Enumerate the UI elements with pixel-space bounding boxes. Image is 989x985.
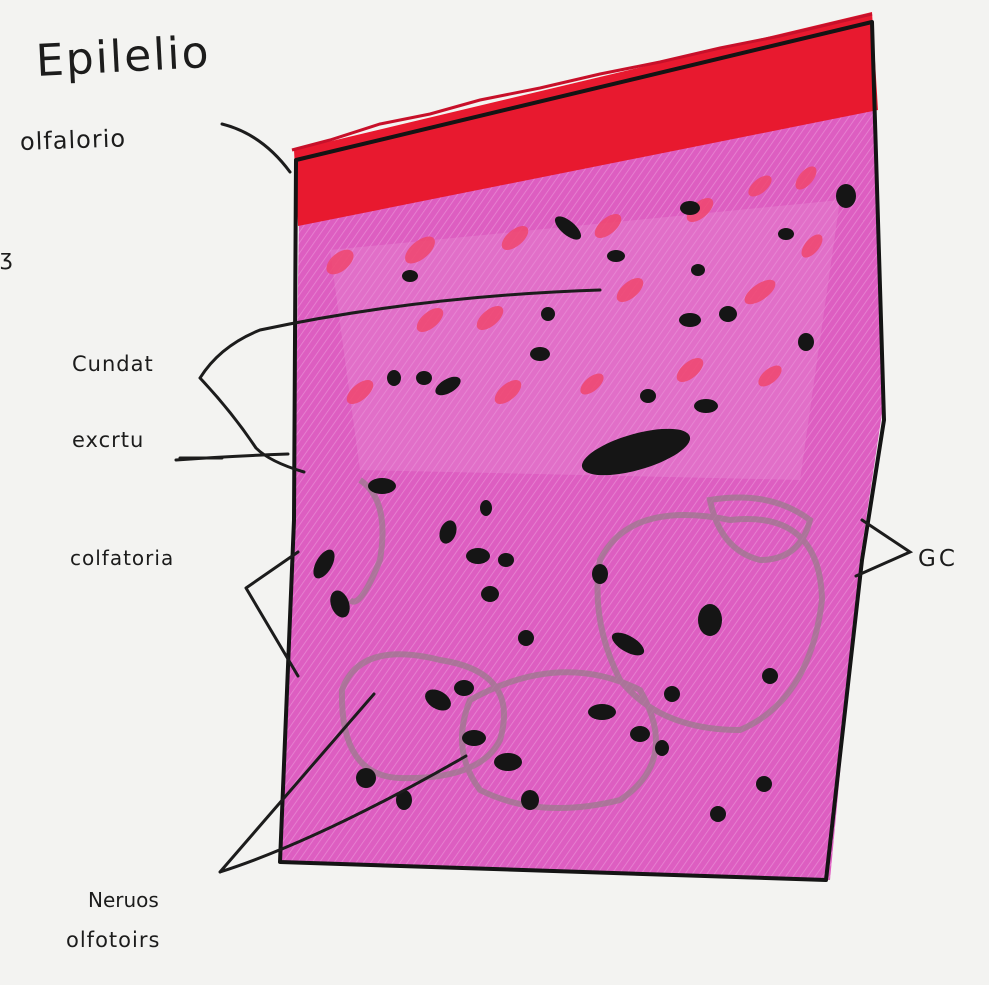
title-line1: Epilelio: [35, 27, 212, 87]
label-nervios-line1: Neruos: [88, 888, 159, 912]
title-pointer: [222, 124, 290, 172]
tissue-block: [280, 12, 884, 880]
label-gc: GC: [918, 546, 958, 572]
title-line2: olfalorio: [20, 124, 127, 156]
label-colfatoria: colfatoria: [70, 546, 174, 570]
label-excrtu: excrtu: [72, 428, 144, 452]
label-cundat: Cundat: [72, 352, 154, 376]
label-nervios-line2: olfotoirs: [66, 928, 160, 952]
stray-mark: ʒ: [0, 246, 13, 271]
